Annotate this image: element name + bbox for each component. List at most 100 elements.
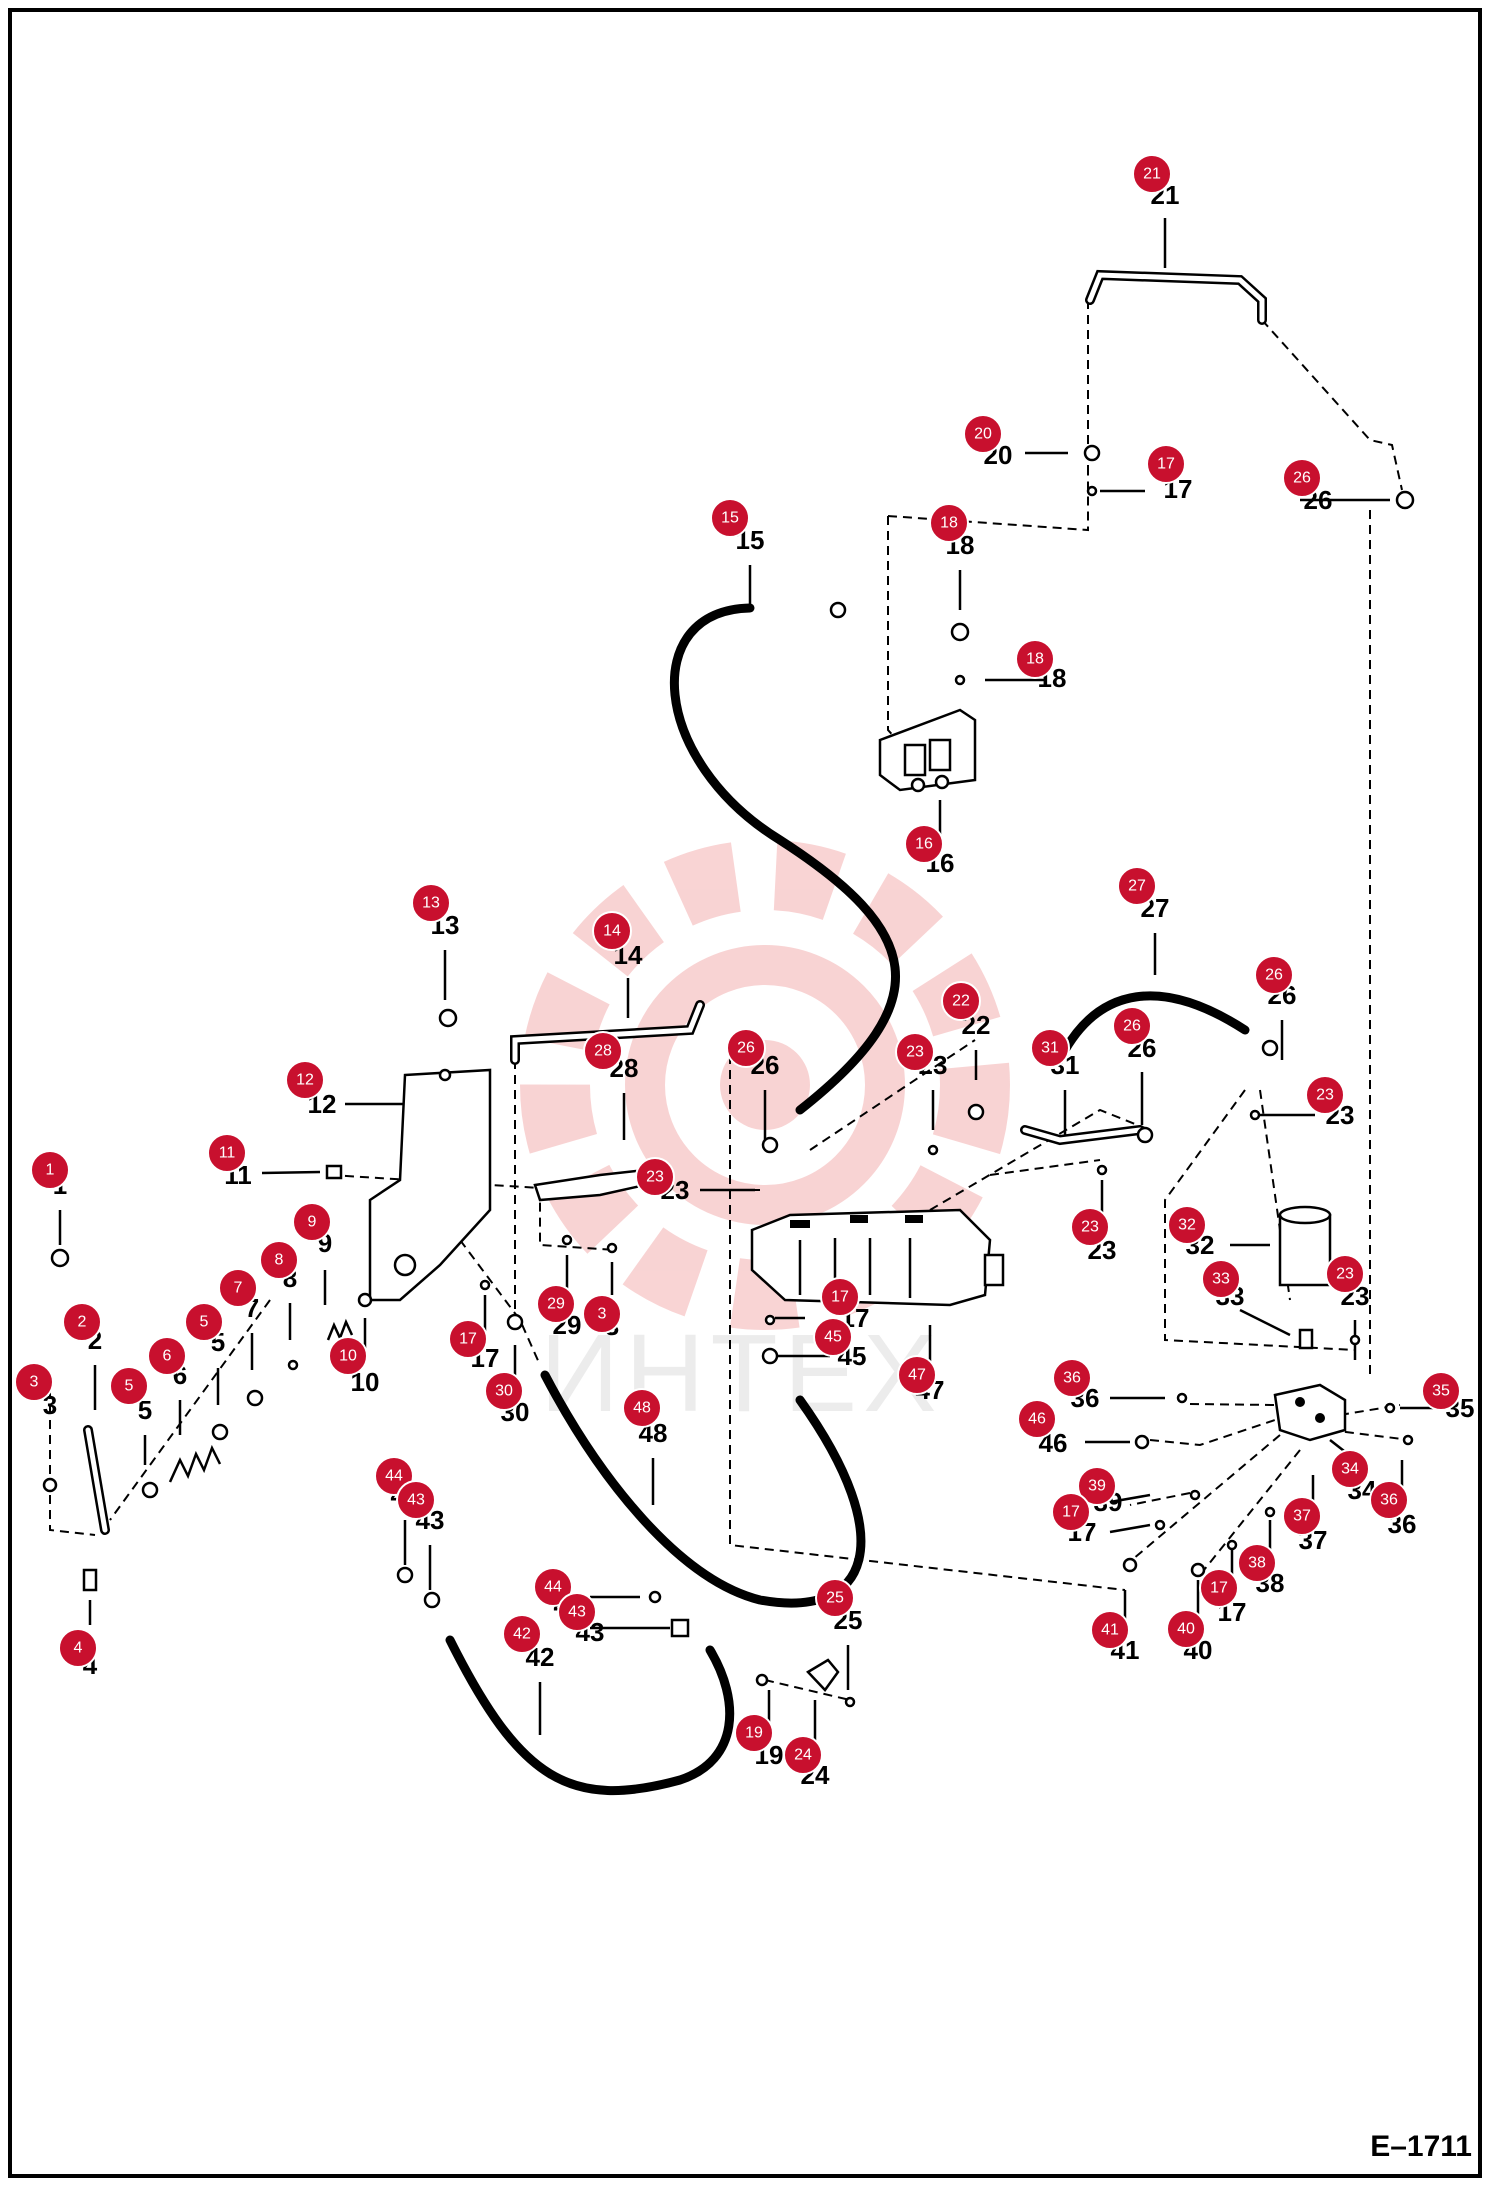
hose-48 [540,1370,866,1608]
callout-bubble[interactable]: 26 [1112,1006,1152,1046]
callout-bubble[interactable]: 2 [62,1302,102,1342]
callout-bubble[interactable]: 41 [1090,1610,1130,1650]
callout-bubble[interactable]: 7 [218,1268,258,1308]
hoses [445,603,1250,1796]
callout-number: 24 [794,1747,812,1764]
callout-bubble[interactable]: 23 [635,1157,675,1197]
callout-bubble[interactable]: 10 [328,1336,368,1376]
callout-bubble[interactable]: 34 [1330,1449,1370,1489]
callout-bubble[interactable]: 14 [592,911,632,951]
callout-bubble[interactable]: 23 [1070,1207,1110,1247]
callout-bubble[interactable]: 6 [147,1336,187,1376]
callout-number: 23 [1336,1266,1354,1283]
callout-bubble[interactable]: 43 [557,1592,597,1632]
callout-number: 13 [422,895,440,912]
callout-bubble[interactable]: 27 [1117,866,1157,906]
callout-number: 26 [1265,967,1283,984]
callout-bubble[interactable]: 17 [820,1277,860,1317]
watermark-gear-logo [520,840,1010,1330]
callout-bubble[interactable]: 21 [1132,154,1172,194]
callout-bubble[interactable]: 32 [1167,1205,1207,1245]
callout-number: 19 [745,1725,763,1742]
part-number-label: 5 [138,1395,152,1425]
callout-bubble[interactable]: 22 [941,981,981,1021]
callout-bubble[interactable]: 18 [1015,639,1055,679]
callout-bubble[interactable]: 5 [109,1366,149,1406]
callout-bubble[interactable]: 44 [533,1567,573,1607]
callout-bubble[interactable]: 3 [14,1362,54,1402]
callout-bubble[interactable]: 17 [1051,1492,1091,1532]
callout-bubble[interactable]: 5 [184,1302,224,1342]
callout-bubble[interactable]: 13 [411,883,451,923]
manifold-34 [1273,1383,1347,1442]
callout-bubble[interactable]: 26 [1254,955,1294,995]
drawing-code: E–1711 [1370,2130,1472,2163]
callout-bubble[interactable]: 19 [734,1713,774,1753]
callout-bubble[interactable]: 18 [929,503,969,543]
callout-bubble[interactable]: 23 [895,1032,935,1072]
callout-number: 15 [721,510,739,527]
callout-bubble[interactable]: 31 [1030,1028,1070,1068]
callout-number: 29 [547,1296,565,1313]
bracket-12 [368,1068,492,1302]
filter-32 [1278,1205,1332,1350]
callout-bubble[interactable]: 25 [815,1578,855,1618]
callout-number: 40 [1177,1621,1195,1638]
callout-bubble[interactable]: 39 [1077,1466,1117,1506]
callout-number: 36 [1063,1370,1081,1387]
callout-bubble[interactable]: 23 [1305,1075,1345,1115]
callout-bubble[interactable]: 17 [448,1319,488,1359]
callout-bubble[interactable]: 3 [582,1294,622,1334]
callout-bubble[interactable]: 17 [1146,444,1186,484]
callout-bubble[interactable]: 29 [536,1284,576,1324]
callout-number: 23 [646,1169,664,1186]
callout-number: 38 [1248,1555,1266,1572]
callout-number: 21 [1143,166,1161,183]
callout-number: 26 [737,1040,755,1057]
callout-bubble[interactable]: 24 [783,1735,823,1775]
callout-number: 8 [275,1252,284,1269]
callout-bubble[interactable]: 20 [963,414,1003,454]
callout-number: 45 [824,1329,842,1346]
callout-bubble[interactable]: 8 [259,1240,299,1280]
callout-bubble[interactable]: 35 [1421,1371,1461,1411]
callout-bubble[interactable]: 33 [1201,1259,1241,1299]
callout-number: 27 [1128,878,1146,895]
callout-bubble[interactable]: 12 [285,1060,325,1100]
callout-number: 9 [308,1214,317,1231]
callout-bubble[interactable]: 17 [1199,1568,1239,1608]
callout-number: 18 [940,515,958,532]
callout-bubble[interactable]: 36 [1052,1358,1092,1398]
callout-bubble[interactable]: 28 [583,1031,623,1071]
callout-bubble[interactable]: 16 [904,824,944,864]
callout-bubble[interactable]: 36 [1369,1480,1409,1520]
callout-bubble[interactable]: 45 [813,1317,853,1357]
callout-bubble[interactable]: 46 [1017,1399,1057,1439]
callout-bubble[interactable]: 4 [58,1628,98,1668]
callout-bubble[interactable]: 11 [207,1133,247,1173]
callout-number: 5 [125,1378,134,1395]
callout-bubble[interactable]: 1 [30,1150,70,1190]
callout-bubble[interactable]: 47 [897,1355,937,1395]
callout-number: 23 [1316,1087,1334,1104]
callout-bubble[interactable]: 43 [396,1480,436,1520]
callout-number: 16 [915,836,933,853]
callout-number: 22 [952,993,970,1010]
callout-bubble[interactable]: 42 [502,1614,542,1654]
callout-bubble[interactable]: 38 [1237,1543,1277,1583]
callout-bubble[interactable]: 26 [726,1028,766,1068]
callout-bubble[interactable]: 15 [710,498,750,538]
callout-number: 17 [831,1289,849,1306]
callout-number: 17 [1062,1504,1080,1521]
callout-bubble[interactable]: 26 [1282,458,1322,498]
callout-number: 6 [163,1348,172,1365]
callout-bubble[interactable]: 48 [622,1388,662,1428]
callout-bubble[interactable]: 40 [1166,1609,1206,1649]
callout-number: 11 [219,1145,236,1162]
callout-bubble[interactable]: 30 [484,1371,524,1411]
callout-bubble[interactable]: 9 [292,1202,332,1242]
callout-number: 1 [46,1162,55,1179]
callout-bubble[interactable]: 37 [1282,1496,1322,1536]
callout-number: 4 [74,1640,83,1657]
callout-bubble[interactable]: 23 [1325,1254,1365,1294]
